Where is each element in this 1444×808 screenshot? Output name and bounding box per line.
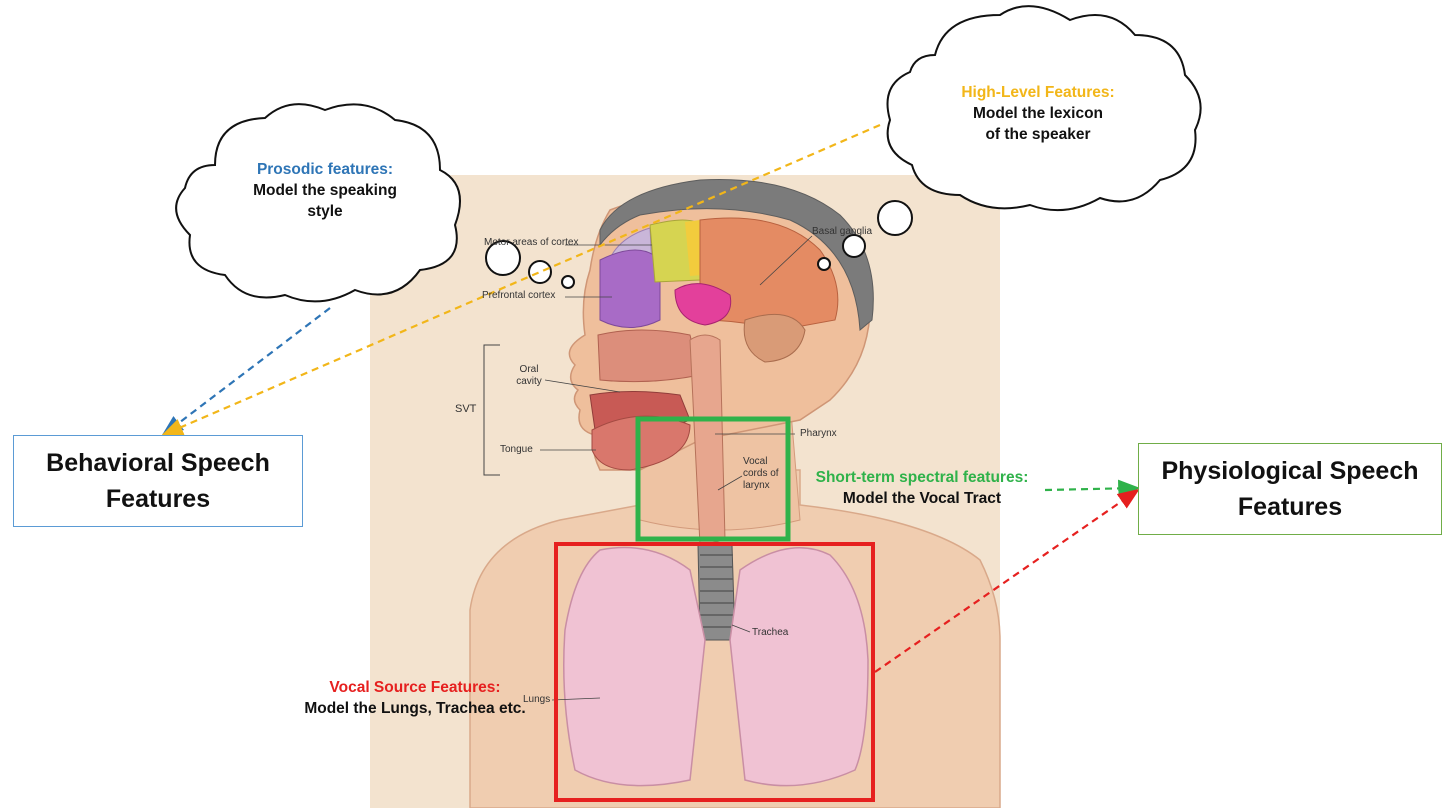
vocal-source-line1: Model the Lungs, Trachea etc. (270, 699, 560, 720)
behavioral-line1: Behavioral Speech (46, 445, 270, 481)
physiological-line2: Features (1161, 489, 1418, 525)
pharynx-label: Pharynx (800, 428, 837, 440)
svt-label: SVT (455, 403, 476, 416)
vocal-cords-label: Vocal cords of larynx (743, 456, 779, 492)
prefrontal-cortex-label: Prefrontal cortex (482, 290, 555, 302)
vocal-label-line2: cords of (743, 468, 779, 480)
behavioral-features-text: Behavioral Speech Features (46, 445, 270, 518)
basal-ganglia-label: Basal ganglia (812, 226, 872, 238)
high-level-line2: of the speaker (918, 125, 1158, 146)
prosodic-label: Prosodic features: Model the speaking st… (210, 160, 440, 223)
prosodic-to-behavioral-arrow (163, 308, 330, 435)
high-level-bubble-medium (843, 235, 865, 257)
physiological-features-box: Physiological Speech Features (1138, 443, 1442, 535)
short-term-label: Short-term spectral features: Model the … (792, 468, 1052, 510)
physiological-features-text: Physiological Speech Features (1161, 453, 1418, 526)
right-lung (730, 548, 868, 786)
prosodic-bubble-medium (529, 261, 551, 283)
tongue-label: Tongue (500, 444, 533, 456)
behavioral-line2: Features (46, 481, 270, 517)
prosodic-line1: Model the speaking (210, 181, 440, 202)
left-lung (564, 548, 705, 786)
behavioral-features-box: Behavioral Speech Features (13, 435, 303, 527)
high-level-line1: Model the lexicon (918, 104, 1158, 125)
short-term-line1: Model the Vocal Tract (792, 489, 1052, 510)
short-term-title: Short-term spectral features: (792, 468, 1052, 489)
physiological-line1: Physiological Speech (1161, 453, 1418, 489)
oral-label-line2: cavity (512, 376, 546, 388)
vocal-label-line3: larynx (743, 480, 779, 492)
prosodic-bubble-small (562, 276, 574, 288)
high-level-bubble-large (878, 201, 912, 235)
vocal-source-label: Vocal Source Features: Model the Lungs, … (270, 678, 560, 720)
motor-cortex-label: Motor areas of cortex (484, 237, 578, 249)
high-level-label: High-Level Features: Model the lexicon o… (918, 83, 1158, 146)
oral-label-line1: Oral (512, 364, 546, 376)
brain-prefrontal (600, 250, 660, 328)
high-level-title: High-Level Features: (918, 83, 1158, 104)
trachea-tube (698, 545, 735, 640)
trachea-label: Trachea (752, 627, 788, 639)
prosodic-title: Prosodic features: (210, 160, 440, 181)
vocal-source-title: Vocal Source Features: (270, 678, 560, 699)
short-term-to-physiological-arrow (1045, 488, 1138, 490)
vocal-label-line1: Vocal (743, 456, 779, 468)
high-level-bubble-small (818, 258, 830, 270)
oral-cavity-label: Oral cavity (512, 364, 546, 388)
nasal-cavity (598, 330, 700, 382)
prosodic-line2: style (210, 202, 440, 223)
